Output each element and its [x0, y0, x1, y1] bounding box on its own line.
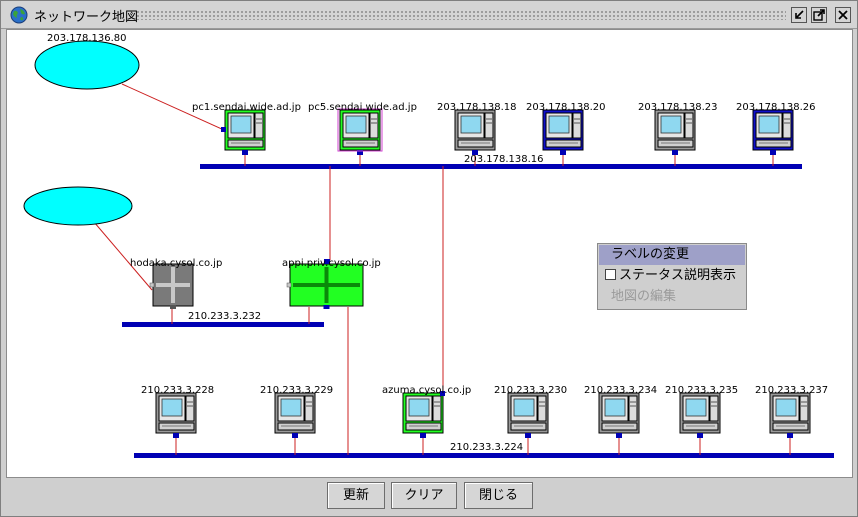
computer-icon[interactable] [598, 392, 640, 438]
port-marker-azuma [440, 391, 445, 396]
host-label: 210.233.3.229 [260, 385, 334, 396]
computer-icon[interactable] [274, 392, 316, 438]
minimize-icon[interactable] [791, 7, 807, 23]
cloud-label-0: 203.178.136.80 [47, 33, 127, 44]
computer-icon[interactable] [454, 109, 496, 155]
map-canvas[interactable]: 203.178.138.16 210.233.3.232 210.233.3.224… [6, 29, 853, 478]
context-menu-label: ラベルの変更 [611, 247, 690, 262]
computer-icon[interactable] [752, 109, 794, 155]
segment-bar-1 [122, 322, 324, 327]
host-label: 203.178.138.26 [736, 102, 816, 113]
checkbox-icon[interactable] [605, 269, 616, 280]
window-title: ネットワーク地図 [34, 10, 139, 25]
map-links [23, 40, 834, 458]
computer-icon[interactable] [402, 392, 444, 438]
host-label: 210.233.3.234 [584, 385, 658, 396]
router-label: appi.priv.cysol.co.jp [282, 258, 381, 269]
cloud-0 [34, 40, 140, 90]
host-label: pc5.sendai.wide.ad.jp [308, 102, 417, 113]
computer-icon[interactable] [769, 392, 811, 438]
context-menu-item-2: 地図の編集 [599, 287, 745, 307]
host-label: 203.178.138.18 [437, 102, 517, 113]
context-menu: ラベルの変更ステータス説明表示地図の編集 [597, 243, 747, 310]
context-menu-item-0[interactable]: ラベルの変更 [599, 245, 745, 265]
host-label: 203.178.138.20 [526, 102, 606, 113]
clear-button[interactable]: クリア [391, 482, 457, 509]
router-icon[interactable] [286, 263, 364, 309]
segment-label-0: 203.178.138.16 [464, 154, 544, 165]
router-icon[interactable] [149, 263, 194, 309]
segment-bar-0 [200, 164, 802, 169]
port-marker-appi [324, 259, 330, 264]
computer-icon[interactable] [542, 109, 584, 155]
port-marker-pc1 [221, 127, 226, 132]
button-bar: 更新 クリア 閉じる [1, 477, 857, 516]
maximize-icon[interactable] [811, 7, 827, 23]
title-bar[interactable]: ネットワーク地図 [1, 1, 857, 29]
segment-bar-2 [134, 453, 834, 458]
title-grip [136, 10, 786, 20]
computer-icon[interactable] [224, 109, 266, 155]
refresh-button[interactable]: 更新 [327, 482, 385, 509]
computer-icon[interactable] [507, 392, 549, 438]
close-button[interactable]: 閉じる [464, 482, 533, 509]
link-cloud-hodaka [93, 221, 153, 291]
computer-icon[interactable] [155, 392, 197, 438]
segment-label-1: 210.233.3.232 [188, 311, 262, 322]
computer-icon[interactable] [679, 392, 721, 438]
context-menu-label: 地図の編集 [611, 289, 677, 304]
globe-icon [10, 6, 28, 24]
close-icon[interactable] [835, 7, 851, 23]
selection-outline-pc5 [337, 108, 383, 152]
computer-icon[interactable] [339, 109, 381, 155]
host-label: azuma.cysol.co.jp [382, 385, 472, 396]
host-label: pc1.sendai.wide.ad.jp [192, 102, 301, 113]
context-menu-item-1[interactable]: ステータス説明表示 [599, 266, 745, 286]
host-label: 210.233.3.230 [494, 385, 568, 396]
link-cloud-pc1 [121, 83, 225, 131]
router-label: hodaka.cysol.co.jp [130, 258, 223, 269]
host-label: 210.233.3.235 [665, 385, 739, 396]
host-label: 203.178.138.23 [638, 102, 718, 113]
host-label: 210.233.3.237 [755, 385, 829, 396]
cloud-1 [23, 186, 133, 226]
computer-icon[interactable] [654, 109, 696, 155]
segment-label-2: 210.233.3.224 [450, 442, 524, 453]
host-label: 210.233.3.228 [141, 385, 215, 396]
context-menu-label: ステータス説明表示 [619, 268, 737, 283]
